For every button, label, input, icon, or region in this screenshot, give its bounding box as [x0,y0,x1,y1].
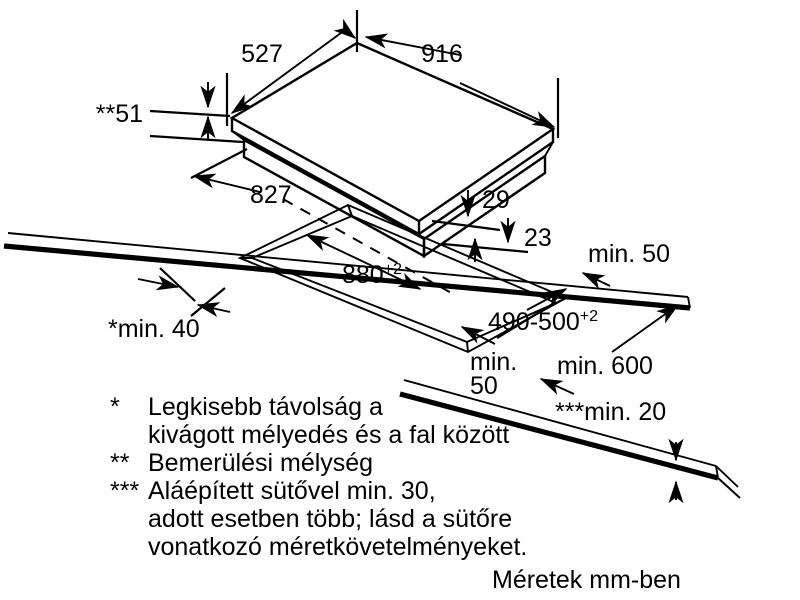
dim-label-min-40: *min. 40 [108,315,200,343]
ext-line-min40-b [190,287,226,317]
dimension-worktop-min-600: min. 600 [557,304,680,380]
cooktop-appliance-group [229,41,556,259]
arrow-side-min50 [460,326,496,345]
cooktop-glass-left-thickness [230,118,421,237]
footnotes-group: * Legkisebb távolság a kivágott mélyedés… [110,393,527,561]
dim-label-rear-min-50: min. 50 [588,240,670,268]
dimension-23: 23 [442,218,552,262]
footnote-1-line-2: kivágott mélyedés és a fal között [148,421,509,449]
arrow-min600 [611,304,680,353]
ext-line-51-bottom [149,134,244,144]
dimension-cutout-490-500: 490-500+2 [488,288,598,339]
footnote-3-line-1: Aláépített sütővel min. 30, [148,477,436,505]
arrow-916-to-apex [364,33,461,56]
arrow-880-right [363,261,422,290]
dim-490-tolerance: +2 [580,308,598,325]
dimension-side-min-50: min. 50 [460,326,517,400]
arrow-527-to-apex [333,18,357,39]
arrow-490-upper [526,288,568,311]
arrow-916-to-right [459,82,556,128]
dim-label-23: 23 [524,224,552,252]
ext-line-29 [431,219,501,232]
dim-label-916: 916 [421,40,463,68]
footnote-2-line-1: Bemerülési mélység [148,449,373,477]
dimension-wall-min-40: *min. 40 [108,267,231,343]
units-caption: Méretek mm-ben [492,566,681,594]
footnote-marker-2: ** [110,449,130,477]
dim-490-value: 490-500 [488,308,580,336]
dim-label-827: 827 [250,181,292,209]
cooktop-body-glass-links [231,130,554,240]
ext-line-490 [496,301,557,339]
ext-line-827-left [190,148,248,179]
dimension-depth-527: 527 [225,10,359,126]
hidden-projection-line [282,198,456,296]
worktop-front-edge-cap [715,465,719,479]
worktop-rear-top-line [7,232,689,298]
dimension-immersion-51: **51 [96,82,244,144]
dim-880-value: 880 [342,261,384,289]
worktop-front-top-line [403,379,717,467]
arrow-min40-right [137,275,180,291]
footnote-3-line-2: adott esetben több; lásd a sütőre [148,505,512,533]
dim-label-29: 29 [482,186,510,214]
dimension-body-827: 827 [190,148,292,209]
arrow-min50-rear [581,272,611,290]
dim-label-side-min: min. [470,348,517,376]
arrow-min20 [539,378,575,395]
footnote-1-line-1: Legkisebb távolság a [148,393,383,421]
dim-label-880: 880+2 [342,261,402,289]
worktop-rear-edge [3,243,691,311]
dim-label-min-600: min. 600 [557,352,653,380]
worktop-front-edge [399,391,719,481]
dim-label-51: **51 [96,100,143,128]
footnote-3-line-3: vonatkozó méretkövetelményeket. [148,533,527,561]
dim-880-tolerance: +2 [384,261,402,278]
worktop-rear-edge-cap [687,296,691,309]
dim-label-min-20: ***min. 20 [555,398,666,426]
ext-line-min40-a [159,267,196,302]
ext-line-51-top [149,109,231,118]
arrow-527-to-left [230,29,346,114]
footnote-marker-3: *** [110,477,139,505]
dim-label-527: 527 [241,40,283,68]
arrow-880-left [305,234,365,263]
dimension-width-916: 916 [364,33,560,138]
ext-line-23-top [442,242,529,254]
cooktop-body-bottom-bead [243,156,546,258]
dimension-29: 29 [431,186,510,232]
dim-label-490-500: 490-500+2 [488,308,598,336]
dimension-thickness-min-20: ***min. 20 [539,378,684,504]
dim-label-side-50: 50 [470,372,498,400]
dimension-cutout-880: 880+2 [305,234,422,290]
worktop-front-corner-return [715,465,741,499]
dimension-rear-min-50: min. 50 [581,240,670,290]
arrow-827-left [192,173,261,193]
footnote-marker-1: * [110,393,120,421]
